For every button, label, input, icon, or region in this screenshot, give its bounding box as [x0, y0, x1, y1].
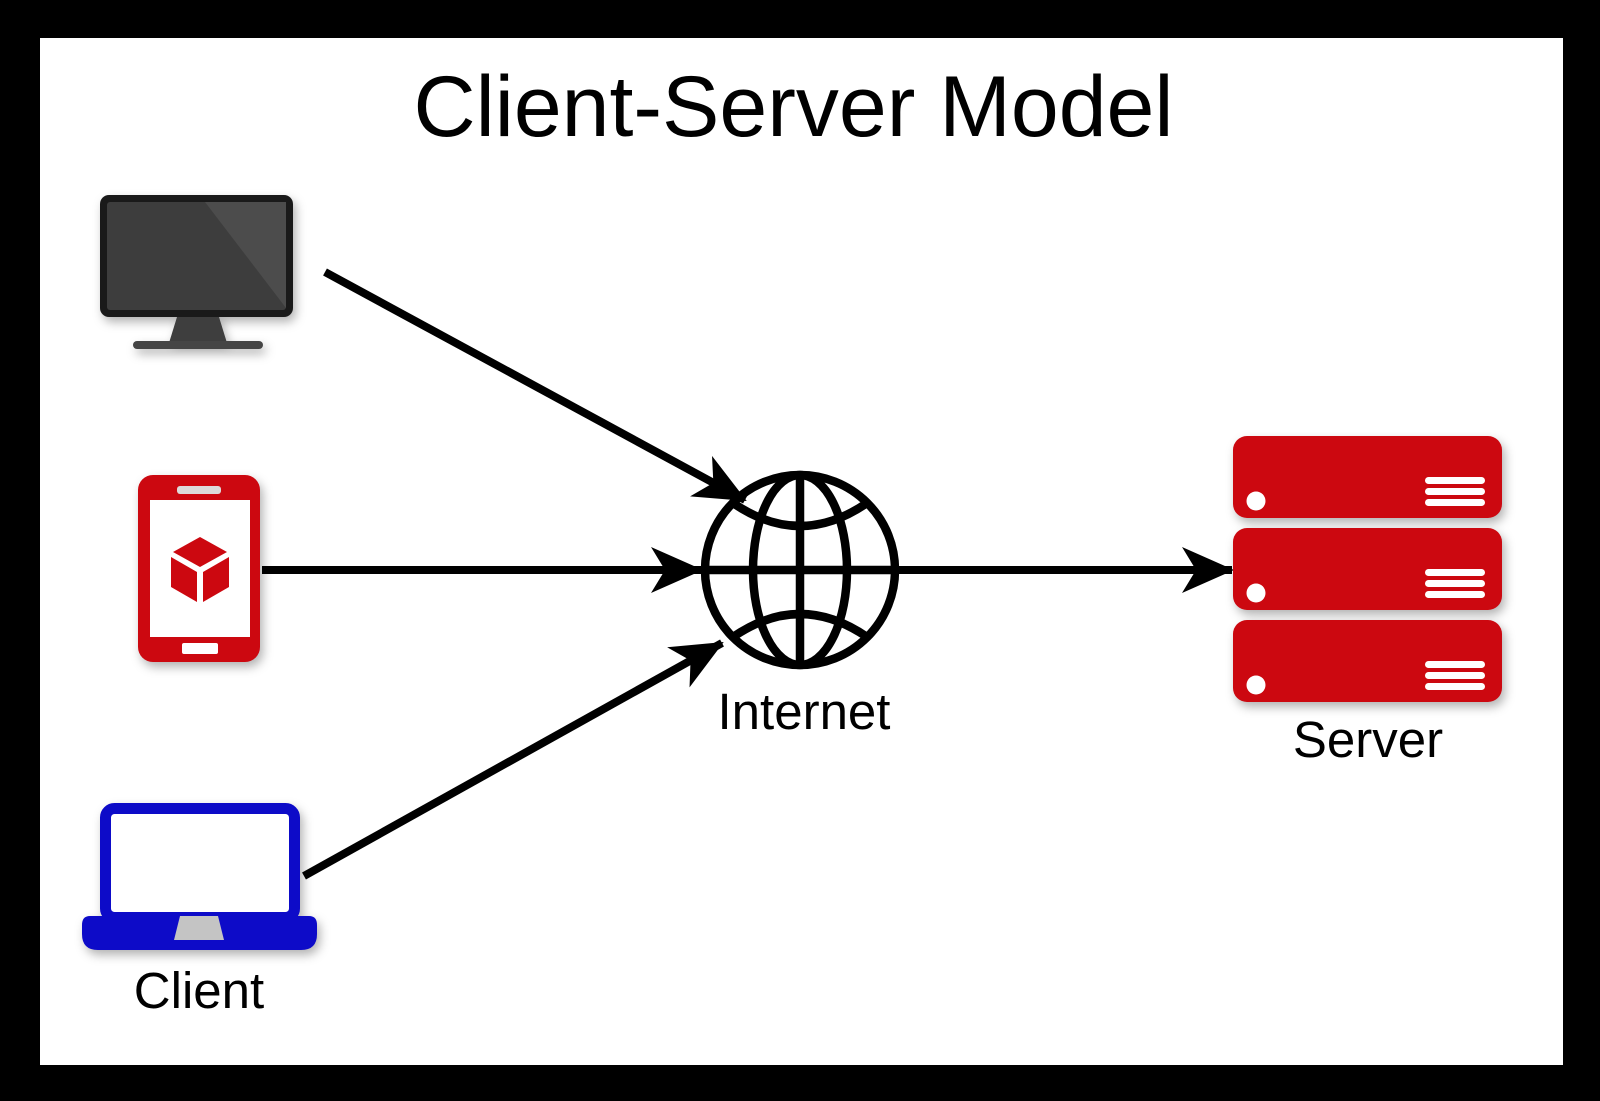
laptop-notch — [174, 916, 224, 940]
page-title: Client-Server Model — [413, 59, 1174, 155]
edges — [262, 268, 1234, 880]
cube-left-face — [171, 557, 197, 602]
server-vent — [1425, 477, 1485, 484]
server-unit-body — [1233, 620, 1502, 702]
server-led — [1246, 675, 1266, 695]
cube-top-face — [173, 537, 227, 567]
server-vent — [1425, 488, 1485, 495]
server-vent — [1425, 499, 1485, 506]
server-vent — [1425, 683, 1485, 690]
globe-meridian-ellipse — [748, 470, 852, 670]
server-unit — [1233, 436, 1502, 518]
phone-home-button — [182, 643, 218, 654]
monitor-glare — [205, 202, 286, 308]
server-led — [1246, 491, 1266, 511]
globe-icon — [700, 470, 900, 670]
edge-desktop-to-internet — [323, 268, 747, 504]
server-unit-body — [1233, 436, 1502, 518]
client-label: Client — [133, 962, 265, 1019]
cube-right-face — [203, 557, 229, 602]
smartphone-icon — [138, 475, 260, 662]
laptop-screen — [100, 803, 300, 923]
server-vent — [1425, 591, 1485, 598]
phone-screen — [150, 500, 250, 637]
phone-speaker — [177, 486, 221, 494]
monitor-base — [133, 341, 263, 349]
server-vent — [1425, 569, 1485, 576]
desktop-monitor-icon — [100, 195, 293, 349]
globe-latitude-top — [730, 499, 870, 531]
server-vent — [1425, 661, 1485, 668]
server-vent — [1425, 580, 1485, 587]
edge-laptop-to-internet — [302, 639, 724, 880]
cube-icon — [171, 537, 229, 602]
server-stack-icon — [1233, 436, 1502, 702]
server-label: Server — [1292, 711, 1444, 768]
server-vent — [1425, 672, 1485, 679]
monitor-stand — [169, 317, 227, 343]
internet-label: Internet — [717, 683, 891, 740]
laptop-icon — [82, 803, 317, 950]
server-led — [1246, 583, 1266, 603]
server-unit — [1233, 620, 1502, 702]
server-unit-body — [1233, 528, 1502, 610]
server-unit — [1233, 528, 1502, 610]
globe-latitude-bottom — [730, 609, 870, 641]
